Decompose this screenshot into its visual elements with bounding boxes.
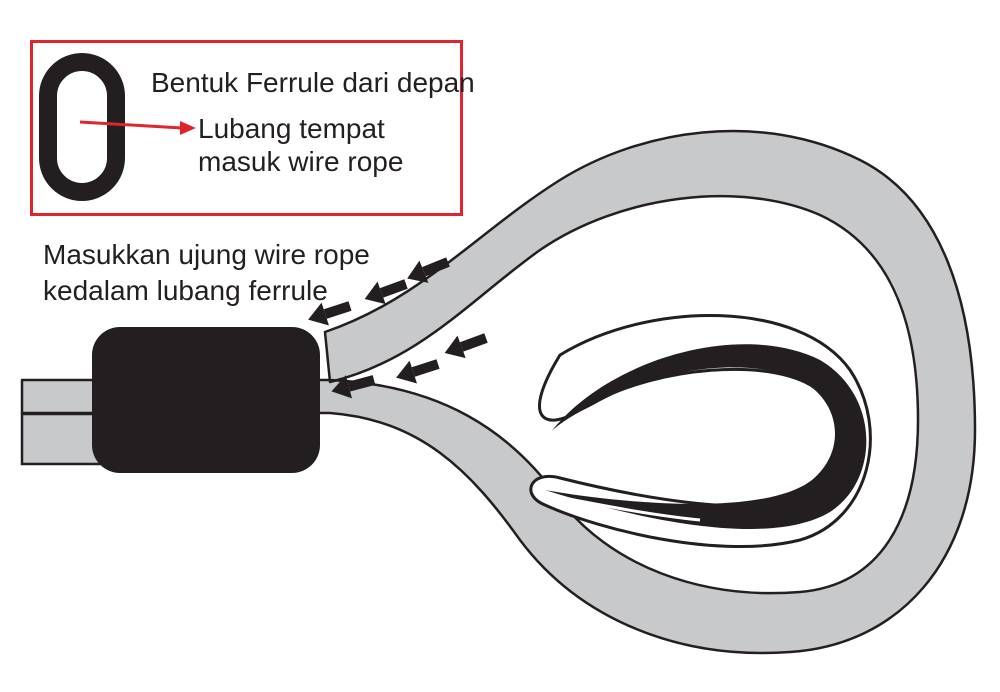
legend-title: Bentuk Ferrule dari depan [151, 67, 475, 98]
arrow-icon [407, 257, 450, 283]
instruction-line1: Masukkan ujung wire rope [43, 239, 370, 270]
arrow-icon [331, 375, 376, 399]
hole-label-line1: Lubang tempat [198, 113, 385, 144]
ferrule [92, 327, 320, 473]
arrow-icon [444, 333, 488, 359]
instruction-line2: kedalam lubang ferrule [43, 275, 328, 306]
arrow-icon [396, 359, 440, 384]
arrow-icon [364, 279, 408, 305]
arrow-icon [308, 301, 352, 326]
thimble [529, 313, 872, 549]
instruction-text: Masukkan ujung wire rope kedalam lubang … [43, 237, 370, 309]
insertion-arrows [308, 257, 488, 399]
hole-label: Lubang tempat masuk wire rope [198, 112, 403, 178]
hole-label-line2: masuk wire rope [198, 146, 404, 177]
